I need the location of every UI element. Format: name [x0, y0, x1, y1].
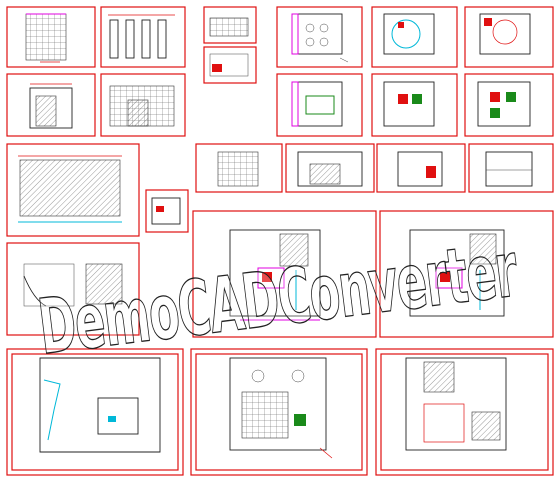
sheet-section-large-1	[6, 143, 140, 237]
sheet-stair-detail	[145, 189, 189, 233]
sheet-elevation-grid	[6, 6, 96, 68]
sheet-elevation-cabinet-2	[376, 143, 466, 193]
sheet-floor-plan-furnished	[190, 348, 368, 476]
sheet-plan-furniture-2	[276, 73, 363, 137]
sheet-floor-plan-large-1	[192, 210, 377, 338]
sheet-floor-plan-ceiling	[375, 348, 554, 476]
sheet-stair-plan	[195, 143, 283, 193]
sheet-detail-small-1	[203, 6, 257, 44]
sheet-plan-round	[371, 6, 458, 68]
sheet-section-large-2	[6, 242, 140, 336]
sheet-elevation-tile	[100, 73, 186, 137]
sheet-elevation-door	[6, 73, 96, 137]
sheet-plan-furniture-4	[464, 73, 554, 137]
sheet-detail-small-2	[203, 46, 257, 84]
sheet-plan-ceiling-1	[464, 6, 554, 68]
sheet-elevation-cabinet-1	[285, 143, 375, 193]
sheet-elevation-columns	[100, 6, 186, 68]
sheet-plan-furniture-3	[371, 73, 458, 137]
sheet-elevation-cabinet-3	[468, 143, 554, 193]
sheet-floor-plan-large-2	[379, 210, 554, 338]
sheet-plan-furniture-1	[276, 6, 363, 68]
sheet-floor-plan-outline	[6, 348, 184, 476]
